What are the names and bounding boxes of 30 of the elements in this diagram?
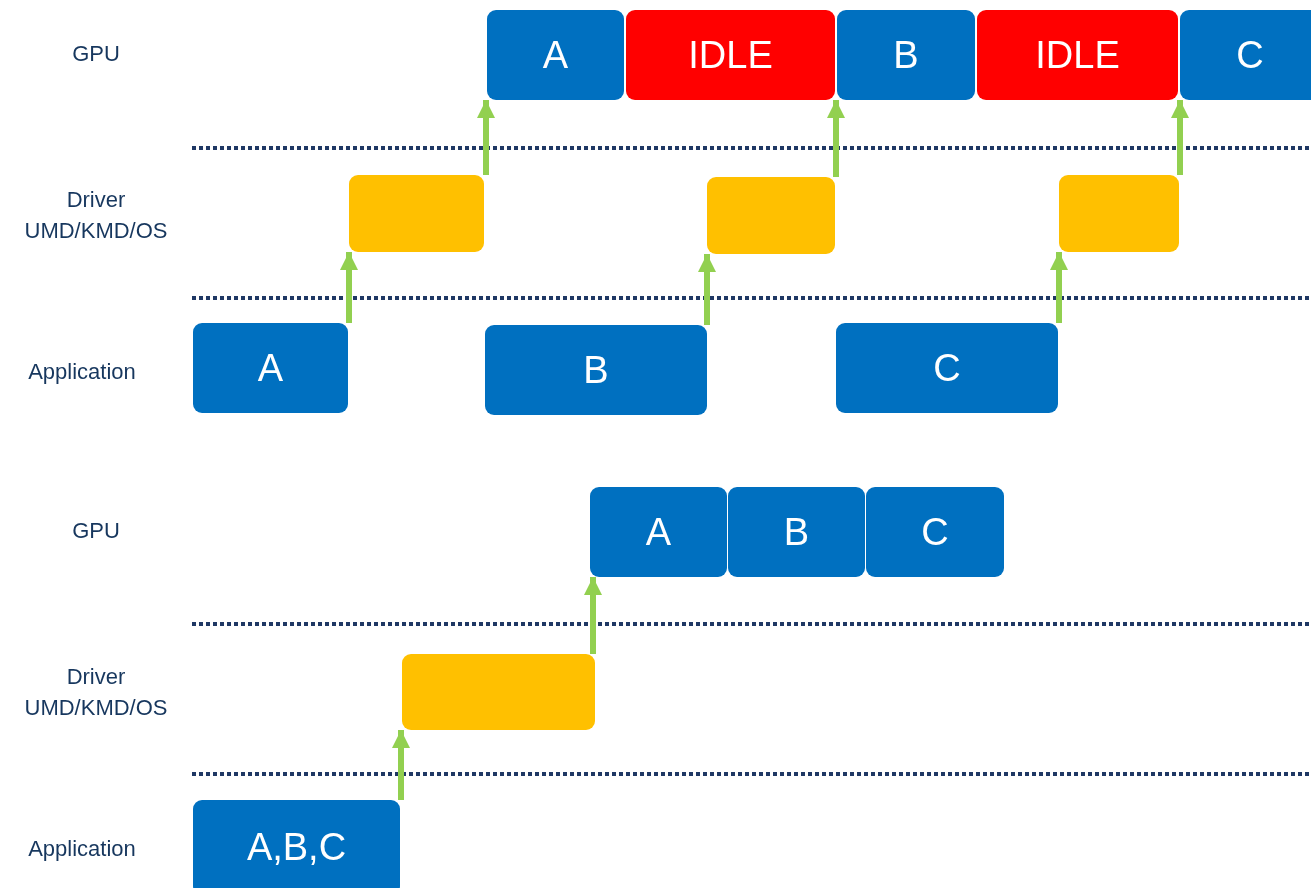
arrow: [584, 577, 602, 654]
idle-block: IDLE: [977, 10, 1178, 100]
task-block: C: [836, 323, 1058, 413]
arrow: [392, 730, 410, 800]
driver-block: [1059, 175, 1179, 252]
row-label: Application: [27, 357, 137, 386]
task-block: A: [487, 10, 624, 100]
task-block: B: [728, 487, 865, 577]
arrow: [827, 100, 845, 177]
task-block: B: [837, 10, 975, 100]
row-label: Driver UMD/KMD/OS: [23, 663, 169, 722]
driver-block: [402, 654, 595, 730]
row-label: GPU: [71, 516, 121, 545]
task-block: C: [866, 487, 1004, 577]
idle-block: IDLE: [626, 10, 835, 100]
row-label: Driver UMD/KMD/OS: [23, 186, 169, 245]
task-block: A: [193, 323, 348, 413]
arrow: [1050, 252, 1068, 323]
row-label: GPU: [71, 39, 121, 68]
driver-block: [707, 177, 835, 254]
arrow: [340, 252, 358, 323]
arrow: [477, 100, 495, 175]
task-block: A,B,C: [193, 800, 400, 888]
arrow: [698, 254, 716, 325]
row-label: Application: [27, 834, 137, 863]
task-block: C: [1180, 10, 1311, 100]
task-block: A: [590, 487, 727, 577]
driver-block: [349, 175, 484, 252]
task-block: B: [485, 325, 707, 415]
arrow: [1171, 100, 1189, 175]
